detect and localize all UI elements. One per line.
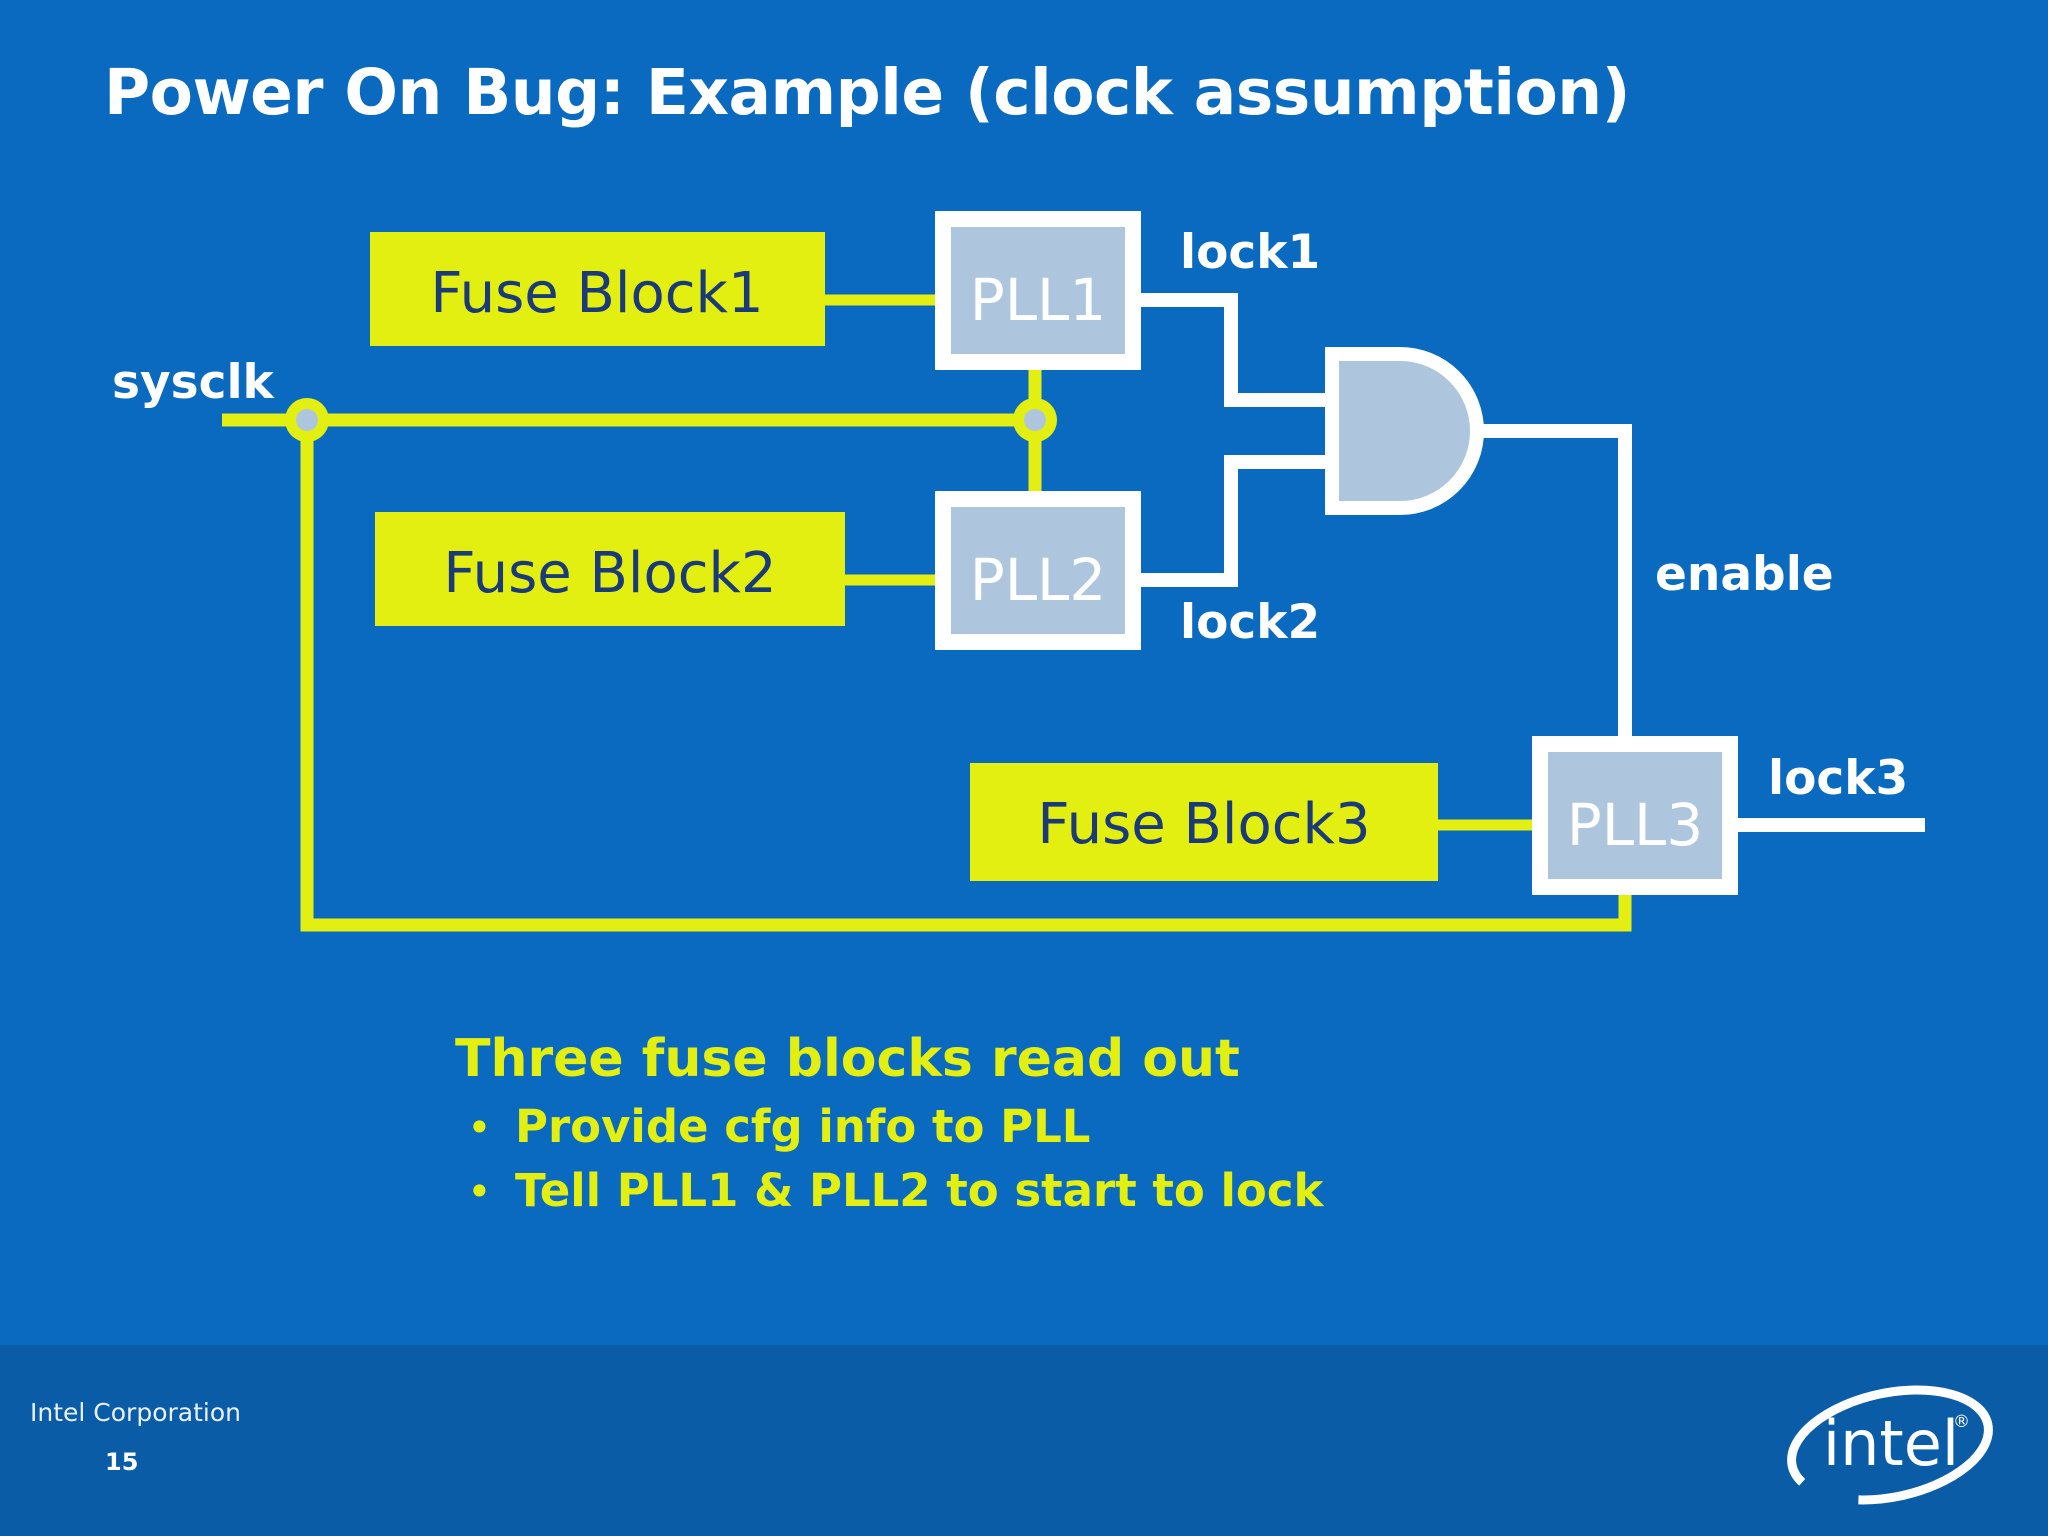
junction-dot-sysclk-pll [1013, 398, 1057, 442]
wire-lock1-to-and [1133, 293, 1327, 407]
bullet-dot-icon: • [467, 1102, 492, 1152]
wire-enable-to-pll3 [1478, 424, 1632, 738]
bullet-dot-icon: • [467, 1166, 492, 1216]
signal-label-lock1: lock1 [1180, 225, 1320, 280]
signal-label-lock3: lock3 [1768, 751, 1908, 806]
bullet-text: Provide cfg info to PLL [515, 1099, 1091, 1153]
list-item: • Tell PLL1 & PLL2 to start to lock [455, 1164, 1955, 1218]
page-number: 15 [105, 1448, 139, 1476]
wire-lock2-to-and [1133, 455, 1327, 587]
page-title: Power On Bug: Example (clock assumption) [104, 56, 1630, 129]
and-gate[interactable] [1325, 347, 1484, 515]
summary-block: Three fuse blocks read out • Provide cfg… [455, 1029, 1955, 1218]
bullet-text: Tell PLL1 & PLL2 to start to lock [515, 1163, 1324, 1217]
pll-block-3[interactable] [1532, 736, 1738, 895]
pll-block-2[interactable] [935, 491, 1141, 650]
signal-label-sysclk: sysclk [112, 355, 276, 410]
summary-heading: Three fuse blocks read out [455, 1029, 1240, 1089]
intel-logo: intel ® [1787, 1385, 1993, 1505]
trademark-icon: ® [1953, 1412, 1970, 1432]
fuse-block-3[interactable] [970, 763, 1438, 881]
fuse-block-3-label: Fuse Block3 [1037, 792, 1370, 857]
fuse-block-2-label: Fuse Block2 [443, 541, 776, 606]
junction-dot-sysclk-left [285, 398, 329, 442]
fuse-block-1-label: Fuse Block1 [430, 261, 763, 326]
fuse-block-1[interactable] [370, 232, 825, 346]
fuse-block-2[interactable] [375, 512, 845, 626]
footer-company-name: Intel Corporation [30, 1398, 241, 1427]
signal-label-enable: enable [1655, 547, 1834, 602]
pll-block-3-label: PLL3 [1567, 791, 1704, 859]
pll-block-2-label: PLL2 [970, 546, 1107, 614]
list-item: • Provide cfg info to PLL [455, 1100, 1955, 1154]
signal-label-lock2: lock2 [1180, 595, 1320, 650]
pll-block-1-label: PLL1 [970, 266, 1107, 334]
intel-wordmark: intel [1823, 1407, 1959, 1480]
footer-band [0, 1345, 2048, 1536]
pll-block-1[interactable] [935, 211, 1141, 370]
